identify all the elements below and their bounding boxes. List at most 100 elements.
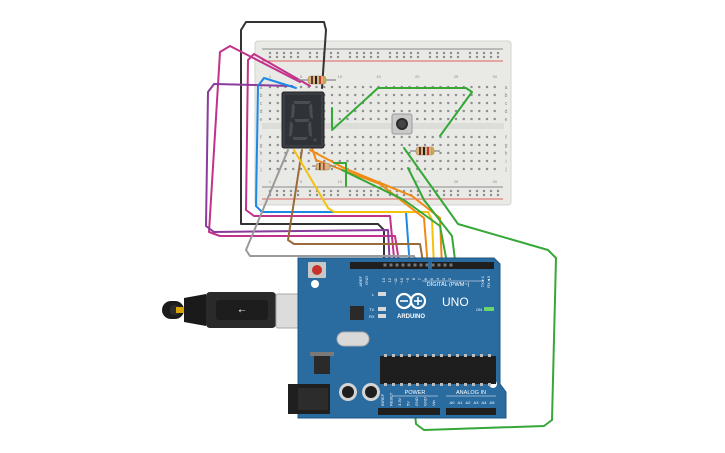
breadboard-hole[interactable] xyxy=(392,93,396,97)
breadboard-hole[interactable] xyxy=(268,135,272,139)
breadboard-hole[interactable] xyxy=(428,55,432,59)
breadboard-hole[interactable] xyxy=(369,117,372,121)
breadboard-hole[interactable] xyxy=(354,109,357,113)
breadboard-hole[interactable] xyxy=(346,143,349,147)
breadboard-hole[interactable] xyxy=(346,85,349,89)
breadboard-hole[interactable] xyxy=(296,51,300,55)
breadboard-hole[interactable] xyxy=(346,159,349,163)
breadboard-hole[interactable] xyxy=(402,189,406,193)
breadboard-hole[interactable] xyxy=(292,151,295,155)
breadboard-hole[interactable] xyxy=(416,51,420,55)
breadboard-hole[interactable] xyxy=(369,85,372,89)
header-pin[interactable] xyxy=(419,263,423,267)
breadboard-hole[interactable] xyxy=(346,151,349,155)
breadboard-hole[interactable] xyxy=(376,193,380,197)
breadboard-hole[interactable] xyxy=(449,55,453,59)
breadboard-hole[interactable] xyxy=(276,101,279,105)
breadboard-hole[interactable] xyxy=(485,101,489,105)
breadboard-hole[interactable] xyxy=(454,151,458,155)
breadboard-hole[interactable] xyxy=(284,151,287,155)
breadboard-hole[interactable] xyxy=(276,93,279,97)
breadboard-hole[interactable] xyxy=(392,109,396,113)
breadboard-hole[interactable] xyxy=(462,143,465,147)
breadboard-hole[interactable] xyxy=(423,167,427,171)
header-pin[interactable] xyxy=(437,263,441,267)
breadboard-hole[interactable] xyxy=(431,135,434,139)
breadboard-hole[interactable] xyxy=(439,159,442,163)
breadboard-hole[interactable] xyxy=(423,117,427,121)
breadboard-hole[interactable] xyxy=(346,117,349,121)
breadboard-hole[interactable] xyxy=(307,85,310,89)
breadboard-hole[interactable] xyxy=(385,159,388,163)
breadboard-hole[interactable] xyxy=(292,167,295,171)
breadboard-hole[interactable] xyxy=(276,85,279,89)
breadboard-hole[interactable] xyxy=(475,55,479,59)
breadboard-hole[interactable] xyxy=(408,135,411,139)
breadboard-hole[interactable] xyxy=(496,51,500,55)
breadboard-hole[interactable] xyxy=(329,51,333,55)
breadboard-hole[interactable] xyxy=(346,135,349,139)
breadboard-hole[interactable] xyxy=(299,167,303,171)
breadboard-hole[interactable] xyxy=(369,189,373,193)
breadboard-hole[interactable] xyxy=(456,189,460,193)
digital-header[interactable] xyxy=(350,262,494,269)
breadboard-hole[interactable] xyxy=(493,159,496,163)
breadboard-hole[interactable] xyxy=(308,193,312,197)
breadboard-hole[interactable] xyxy=(377,109,380,113)
breadboard-hole[interactable] xyxy=(493,117,496,121)
breadboard-hole[interactable] xyxy=(470,109,473,113)
breadboard-hole[interactable] xyxy=(377,143,380,147)
breadboard-hole[interactable] xyxy=(400,101,403,105)
breadboard-hole[interactable] xyxy=(336,51,340,55)
breadboard-hole[interactable] xyxy=(470,167,473,171)
breadboard-hole[interactable] xyxy=(289,193,293,197)
breadboard-hole[interactable] xyxy=(447,143,450,147)
breadboard-hole[interactable] xyxy=(330,135,334,139)
breadboard-hole[interactable] xyxy=(456,55,460,59)
breadboard-hole[interactable] xyxy=(395,51,399,55)
breadboard-hole[interactable] xyxy=(462,135,465,139)
breadboard-hole[interactable] xyxy=(322,193,326,197)
breadboard-hole[interactable] xyxy=(468,55,472,59)
breadboard-hole[interactable] xyxy=(454,167,458,171)
breadboard-hole[interactable] xyxy=(323,151,326,155)
breadboard-hole[interactable] xyxy=(482,189,486,193)
breadboard-hole[interactable] xyxy=(454,159,458,163)
breadboard-hole[interactable] xyxy=(361,143,365,147)
breadboard-hole[interactable] xyxy=(284,159,287,163)
breadboard-hole[interactable] xyxy=(369,193,373,197)
header-pin[interactable] xyxy=(401,263,405,267)
breadboard-hole[interactable] xyxy=(468,51,472,55)
breadboard-hole[interactable] xyxy=(330,143,334,147)
breadboard-hole[interactable] xyxy=(439,143,442,147)
breadboard-hole[interactable] xyxy=(447,135,450,139)
breadboard-hole[interactable] xyxy=(428,193,432,197)
breadboard-hole[interactable] xyxy=(439,109,442,113)
breadboard-hole[interactable] xyxy=(431,117,434,121)
breadboard-hole[interactable] xyxy=(493,93,496,97)
breadboard-hole[interactable] xyxy=(322,189,326,193)
header-pin[interactable] xyxy=(383,263,387,267)
breadboard-hole[interactable] xyxy=(355,189,359,193)
breadboard-hole[interactable] xyxy=(385,135,388,139)
breadboard-hole[interactable] xyxy=(431,93,434,97)
breadboard-hole[interactable] xyxy=(478,143,481,147)
breadboard-hole[interactable] xyxy=(462,159,465,163)
breadboard-hole[interactable] xyxy=(268,167,272,171)
header-pin[interactable] xyxy=(431,263,435,267)
breadboard-hole[interactable] xyxy=(442,55,446,59)
breadboard-hole[interactable] xyxy=(346,109,349,113)
header-pin[interactable] xyxy=(449,263,453,267)
breadboard-hole[interactable] xyxy=(470,101,473,105)
breadboard-hole[interactable] xyxy=(330,93,334,97)
breadboard-hole[interactable] xyxy=(289,51,293,55)
breadboard-hole[interactable] xyxy=(408,159,411,163)
breadboard-hole[interactable] xyxy=(449,193,453,197)
breadboard-hole[interactable] xyxy=(496,193,500,197)
breadboard-hole[interactable] xyxy=(338,135,341,139)
breadboard-hole[interactable] xyxy=(361,167,365,171)
breadboard-hole[interactable] xyxy=(369,143,372,147)
breadboard-hole[interactable] xyxy=(408,101,411,105)
breadboard-hole[interactable] xyxy=(369,109,372,113)
